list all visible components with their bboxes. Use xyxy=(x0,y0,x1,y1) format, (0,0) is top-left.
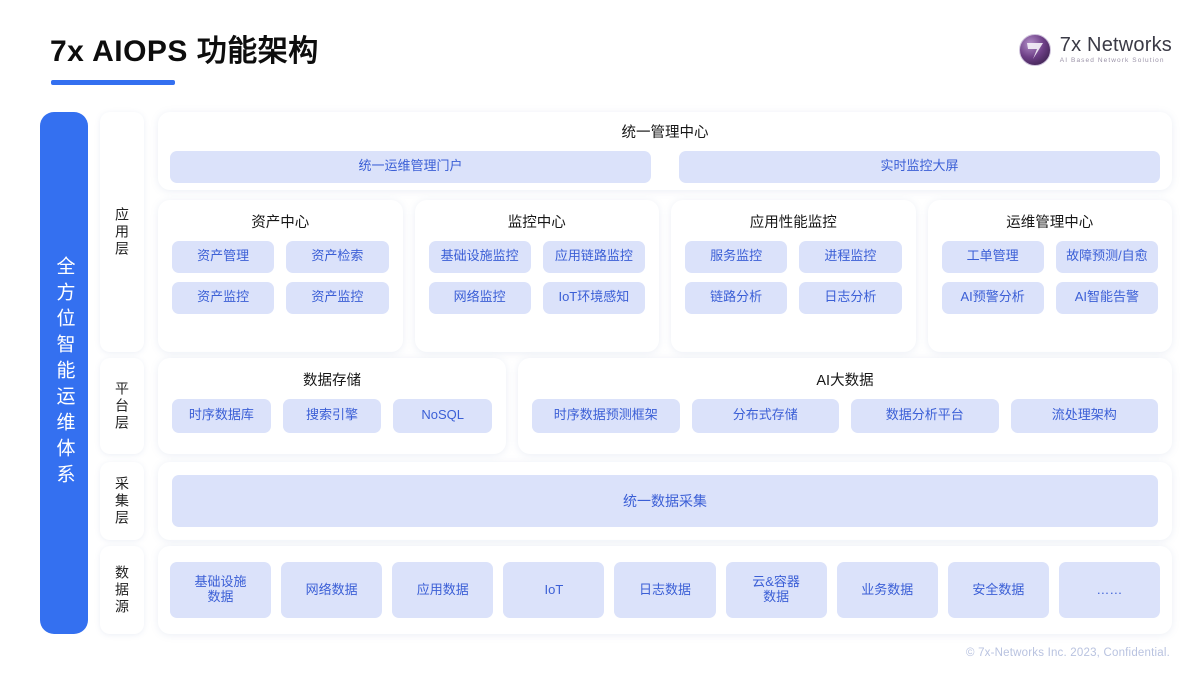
chip-trace-analysis[interactable]: 链路分析 xyxy=(685,281,788,314)
chip-unified-ops-portal[interactable]: 统一运维管理门户 xyxy=(170,150,651,183)
card-title-apm: 应用性能监控 xyxy=(749,215,837,231)
chip-data-analysis-platform[interactable]: 数据分析平台 xyxy=(851,398,999,433)
layer-tag-application: 应用层 xyxy=(100,112,144,352)
layer-collection: 采集层 统一数据采集 xyxy=(100,462,1172,540)
chip-iot-data[interactable]: IoT xyxy=(503,562,605,618)
chip-time-series-database[interactable]: 时序数据库 xyxy=(172,398,271,433)
card-asset-center: 资产中心 资产管理 资产检索 资产监控 资产监控 xyxy=(158,200,403,352)
card-ops-management-center: 运维管理中心 工单管理 故障预测/自愈 AI预警分析 AI智能告警 xyxy=(927,200,1172,352)
chip-stream-processing-architecture[interactable]: 流处理架构 xyxy=(1010,398,1158,433)
layer-tag-platform-label: 平台层 xyxy=(114,380,130,432)
chip-log-analysis[interactable]: 日志分析 xyxy=(799,281,902,314)
ops-management-chips: 工单管理 故障预测/自愈 AI预警分析 AI智能告警 xyxy=(941,240,1158,314)
chip-time-series-forecast-framework[interactable]: 时序数据预测框架 xyxy=(532,398,680,433)
chip-nosql[interactable]: NoSQL xyxy=(393,398,493,433)
unified-management-chip-row: 统一运维管理门户 实时监控大屏 xyxy=(170,150,1160,183)
chip-asset-monitoring-2[interactable]: 资产监控 xyxy=(286,281,389,314)
asset-center-chips: 资产管理 资产检索 资产监控 资产监控 xyxy=(172,240,389,314)
layer-tag-collection-label: 采集层 xyxy=(114,475,130,527)
layer-platform-body: 数据存储 时序数据库 搜索引擎 NoSQL AI大数据 时序数据预测框架 分布式… xyxy=(158,358,1172,454)
card-title-data-storage: 数据存储 xyxy=(303,373,361,389)
layer-data-source: 数据源 基础设施数据 网络数据 应用数据 IoT 日志数据 云&容器数据 业务数… xyxy=(100,546,1172,634)
chip-business-data[interactable]: 业务数据 xyxy=(836,562,938,618)
system-vision-label: 全方位智能运维体系 xyxy=(53,256,75,490)
card-monitoring-center: 监控中心 基础设施监控 应用链路监控 网络监控 IoT环境感知 xyxy=(414,200,659,352)
chip-cloud-container-data[interactable]: 云&容器数据 xyxy=(725,562,827,618)
card-title-monitoring-center: 监控中心 xyxy=(507,215,566,231)
layer-tag-data-source: 数据源 xyxy=(100,546,144,634)
chip-asset-management[interactable]: 资产管理 xyxy=(172,240,275,273)
layer-tag-collection: 采集层 xyxy=(100,462,144,540)
brand-text: 7x Networks AI Based Network Solution xyxy=(1060,35,1172,65)
layer-application: 应用层 统一管理中心 统一运维管理门户 实时监控大屏 资产中心 资产管理 xyxy=(100,112,1172,352)
layer-stack: 应用层 统一管理中心 统一运维管理门户 实时监控大屏 资产中心 资产管理 xyxy=(100,112,1172,634)
chip-ticket-management[interactable]: 工单管理 xyxy=(941,240,1044,273)
card-title-ai-big-data: AI大数据 xyxy=(816,373,874,389)
card-title-asset-center: 资产中心 xyxy=(251,215,310,231)
page-title: 7x AIOPS 功能架构 xyxy=(50,35,319,68)
layer-platform: 平台层 数据存储 时序数据库 搜索引擎 NoSQL AI大数据 时序数据预测框架… xyxy=(100,358,1172,454)
card-data-storage: 数据存储 时序数据库 搜索引擎 NoSQL xyxy=(158,358,506,454)
chip-asset-search[interactable]: 资产检索 xyxy=(286,240,389,273)
card-apm: 应用性能监控 服务监控 进程监控 链路分析 日志分析 xyxy=(671,200,916,352)
chip-network-data[interactable]: 网络数据 xyxy=(281,562,383,618)
chip-asset-monitoring-1[interactable]: 资产监控 xyxy=(172,281,275,314)
chip-log-data[interactable]: 日志数据 xyxy=(614,562,716,618)
apm-chips: 服务监控 进程监控 链路分析 日志分析 xyxy=(685,240,902,314)
data-source-chip-row: 基础设施数据 网络数据 应用数据 IoT 日志数据 云&容器数据 业务数据 安全… xyxy=(170,562,1160,618)
chip-process-monitoring[interactable]: 进程监控 xyxy=(799,240,902,273)
chip-more-data[interactable]: …… xyxy=(1058,562,1160,618)
card-ai-big-data: AI大数据 时序数据预测框架 分布式存储 数据分析平台 流处理架构 xyxy=(518,358,1172,454)
monitoring-center-chips: 基础设施监控 应用链路监控 网络监控 IoT环境感知 xyxy=(428,240,645,314)
system-vision-bar: 全方位智能运维体系 xyxy=(40,112,88,634)
chip-application-data[interactable]: 应用数据 xyxy=(392,562,494,618)
chip-realtime-monitoring-dashboard[interactable]: 实时监控大屏 xyxy=(679,150,1160,183)
card-unified-collection: 统一数据采集 xyxy=(158,462,1172,540)
chip-ai-intelligent-alarm[interactable]: AI智能告警 xyxy=(1055,281,1158,314)
chip-iot-environment-sensing[interactable]: IoT环境感知 xyxy=(542,281,645,314)
chip-unified-data-collection[interactable]: 统一数据采集 xyxy=(172,475,1158,527)
footer-copyright: © 7x-Networks Inc. 2023, Confidential. xyxy=(966,647,1170,659)
layer-tag-application-label: 应用层 xyxy=(114,206,130,258)
title-underline xyxy=(51,80,175,85)
layer-application-body: 统一管理中心 统一运维管理门户 实时监控大屏 资产中心 资产管理 资产检索 资产… xyxy=(158,112,1172,352)
architecture-diagram: 全方位智能运维体系 应用层 统一管理中心 统一运维管理门户 实时监控大屏 资产中… xyxy=(0,100,1200,645)
chip-search-engine[interactable]: 搜索引擎 xyxy=(282,398,382,433)
application-group-row: 资产中心 资产管理 资产检索 资产监控 资产监控 监控中心 基础设施监控 应用链… xyxy=(158,200,1172,352)
data-storage-chips: 时序数据库 搜索引擎 NoSQL xyxy=(172,398,493,433)
ai-big-data-chips: 时序数据预测框架 分布式存储 数据分析平台 流处理架构 xyxy=(532,398,1158,433)
card-title-unified-management-center: 统一管理中心 xyxy=(621,125,709,141)
card-data-sources: 基础设施数据 网络数据 应用数据 IoT 日志数据 云&容器数据 业务数据 安全… xyxy=(158,546,1172,634)
seven-x-emblem-icon xyxy=(1018,33,1052,67)
chip-distributed-storage[interactable]: 分布式存储 xyxy=(691,398,839,433)
chip-application-trace-monitoring[interactable]: 应用链路监控 xyxy=(542,240,645,273)
chip-security-data[interactable]: 安全数据 xyxy=(947,562,1049,618)
card-unified-management-center: 统一管理中心 统一运维管理门户 实时监控大屏 xyxy=(158,112,1172,190)
chip-ai-early-warning-analysis[interactable]: AI预警分析 xyxy=(941,281,1044,314)
chip-service-monitoring[interactable]: 服务监控 xyxy=(685,240,788,273)
chip-fault-prediction-self-healing[interactable]: 故障预测/自愈 xyxy=(1055,240,1158,273)
card-title-ops-management-center: 运维管理中心 xyxy=(1006,215,1094,231)
brand-tagline: AI Based Network Solution xyxy=(1059,57,1165,65)
chip-infrastructure-data[interactable]: 基础设施数据 xyxy=(170,562,272,618)
layer-tag-platform: 平台层 xyxy=(100,358,144,454)
brand-logo: 7x Networks AI Based Network Solution xyxy=(1018,28,1172,72)
page-header: 7x AIOPS 功能架构 7x Networks AI Based Netwo… xyxy=(0,0,1200,100)
layer-data-source-body: 基础设施数据 网络数据 应用数据 IoT 日志数据 云&容器数据 业务数据 安全… xyxy=(158,546,1172,634)
layer-tag-data-source-label: 数据源 xyxy=(114,564,130,616)
layer-collection-body: 统一数据采集 xyxy=(158,462,1172,540)
chip-network-monitoring[interactable]: 网络监控 xyxy=(428,281,531,314)
chip-infrastructure-monitoring[interactable]: 基础设施监控 xyxy=(428,240,531,273)
brand-name: 7x Networks xyxy=(1059,34,1172,57)
